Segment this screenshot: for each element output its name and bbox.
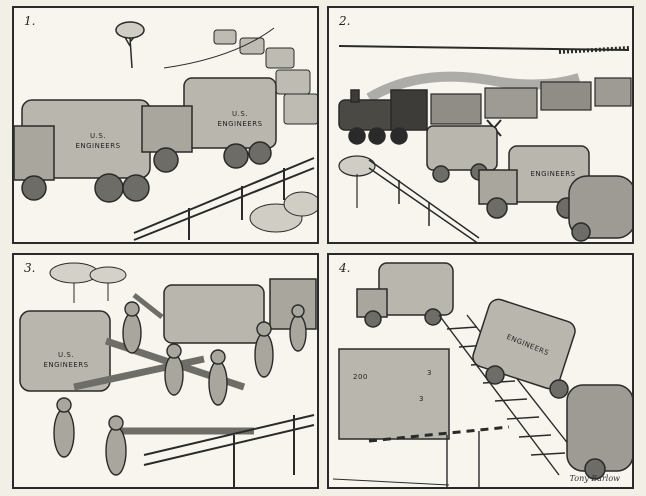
road-edge (163, 27, 275, 69)
bushes (249, 191, 317, 233)
boxcar-number: 200 (353, 373, 368, 381)
boxcar-number: 3 (427, 369, 432, 377)
truck-label: ENGINEERS (530, 170, 575, 178)
fence (368, 159, 480, 242)
engineers-truck-left: U.S. ENGINEERS (14, 99, 151, 203)
horizon (338, 45, 630, 51)
panel-number: 1. (24, 14, 36, 28)
panel-number: 2. (339, 14, 351, 28)
crossing-gate (368, 425, 510, 443)
soldiers-carrying-poles (53, 293, 307, 476)
panel-1: 1. U.S. ENGINEERS (12, 6, 319, 244)
truck-label-line1: U.S. (232, 110, 248, 118)
truck-label-line2: ENGINEERS (217, 120, 262, 128)
fence (133, 157, 315, 241)
panel-1-illustration: U.S. ENGINEERS U.S. ENGINEERS (14, 21, 317, 241)
small-tree (338, 155, 376, 208)
truck-label-line1: U.S. (58, 351, 74, 359)
truck-on-top (356, 262, 454, 328)
engineers-truck-on-ramp: ENGINEERS (472, 298, 576, 399)
fence (143, 414, 315, 487)
truck-label-line1: U.S. (90, 132, 106, 140)
tree (115, 21, 145, 69)
boxcar: 200 3 3 (338, 348, 450, 440)
truck-label-line2: ENGINEERS (75, 142, 120, 150)
panel-3-illustration: U.S. ENGINEERS (19, 262, 317, 487)
panel-3: 3. U.S. ENGINEERS (12, 253, 319, 489)
panel-4: 4. 200 3 3 ENGINEERS (327, 253, 634, 489)
panel-4-illustration: 200 3 3 ENGINEERS (332, 262, 632, 487)
truck-foreground (566, 384, 632, 480)
engineers-truck-left: U.S. ENGINEERS (19, 310, 111, 392)
background-trees (49, 262, 127, 303)
artist-signature: Tony Barlow (569, 474, 620, 483)
engineers-truck-center: U.S. ENGINEERS (141, 77, 277, 173)
panel-2-illustration: ENGINEERS (338, 45, 632, 242)
panel-number: 4. (339, 261, 351, 275)
panel-number: 3. (24, 261, 36, 275)
truck-label-line2: ENGINEERS (43, 361, 88, 369)
convoy-background (213, 29, 317, 125)
boxcar-number: 3 (419, 395, 424, 403)
panel-2: 2. (327, 6, 634, 244)
truck-foreground (568, 175, 632, 242)
ground-line (332, 478, 450, 486)
locomotive (338, 89, 428, 145)
train-cars (430, 77, 632, 125)
